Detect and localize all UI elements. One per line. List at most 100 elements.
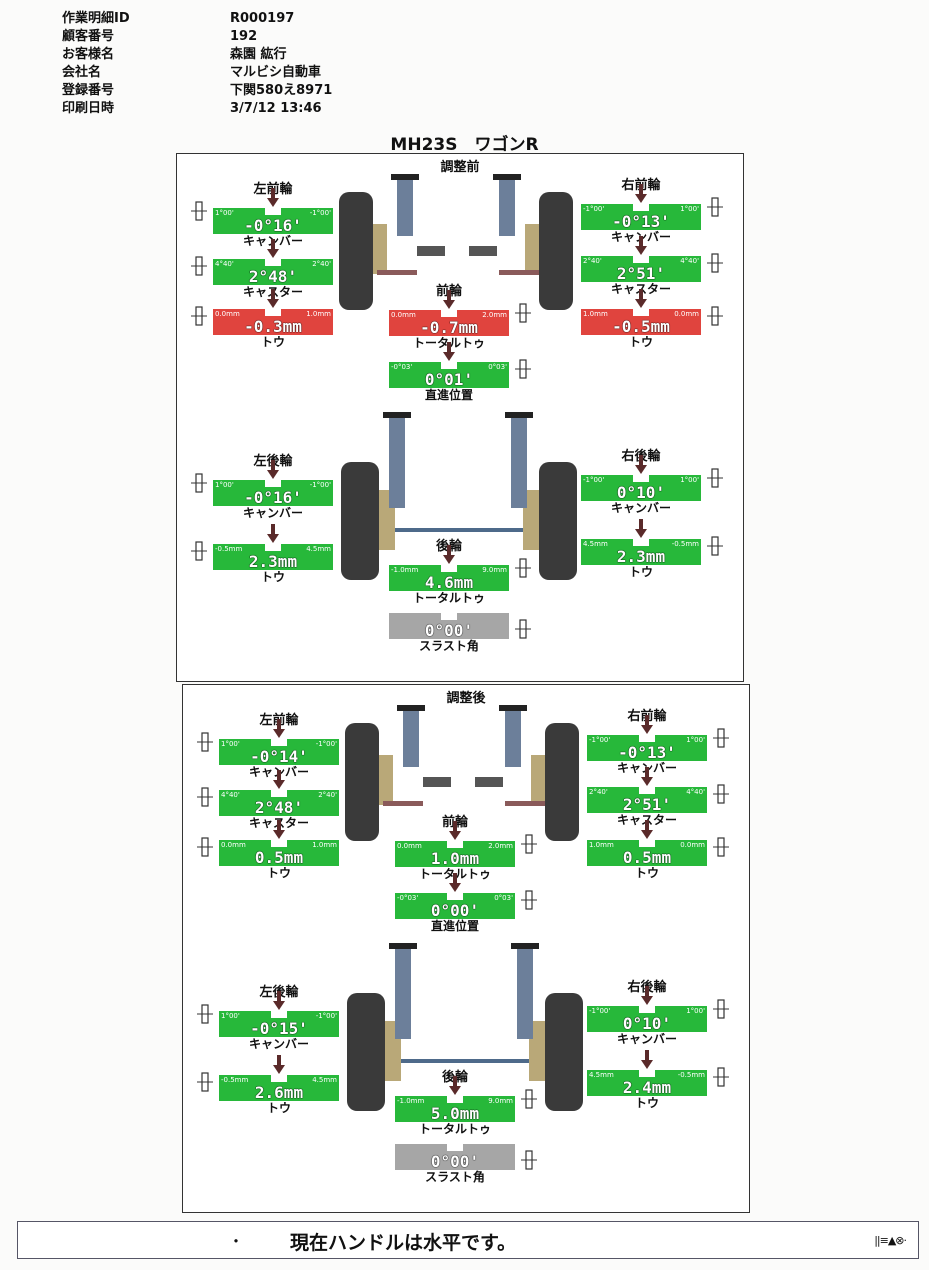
pointer-arrow-icon: [635, 184, 647, 203]
gauge-min: 1°00': [221, 740, 240, 748]
gauge-notch: [639, 840, 655, 847]
wheel-angle-icon: [711, 836, 731, 858]
gauge-max: 0°03': [494, 894, 513, 902]
strut-cap-icon: [499, 705, 527, 711]
wheel-angle-icon: [189, 472, 209, 494]
gauge-value: 0°10': [616, 483, 666, 502]
gauge-min: 0.0mm: [397, 842, 422, 850]
brake-icon: [525, 224, 539, 274]
wheel-angle-icon: [711, 998, 731, 1020]
gauge-caption: 直進位置: [430, 919, 479, 933]
gauge-caption: トウ: [266, 866, 291, 880]
gauge-steer: -0°03'0°03'0°01'直進位置: [389, 342, 509, 402]
header-row: お客様名森園 紘行: [62, 46, 332, 64]
pointer-arrow-icon: [641, 715, 653, 734]
gauge-notch: [265, 480, 281, 487]
pointer-arrow-icon: [273, 770, 285, 789]
gauge-value: -0°16': [244, 216, 302, 235]
wheel-angle-icon: [519, 1088, 539, 1110]
gauge-bar: 2°40'4°40'2°51': [587, 787, 707, 814]
gauge-notch: [441, 362, 457, 369]
gauge-min: 0.0mm: [215, 310, 240, 318]
tire-icon: [545, 723, 579, 841]
gauge-notch: [265, 544, 281, 551]
strut-icon: [517, 949, 533, 1039]
gauge-notch: [633, 256, 649, 263]
wheel-angle-icon: [513, 358, 533, 380]
gauge-min: 1°00': [215, 481, 234, 489]
gauge-bar: 1°00'-1°00'-0°16': [213, 208, 333, 235]
pointer-arrow-icon: [641, 1050, 653, 1069]
gauge-value: -0.3mm: [244, 317, 302, 336]
gauge-max: 4.5mm: [312, 1076, 337, 1084]
tire-icon: [545, 993, 583, 1111]
gauge-thrust: 0°00'スラスト角: [389, 612, 509, 653]
gauge-min: -0°03': [391, 363, 413, 371]
gauge-notch: [633, 475, 649, 482]
strut-cap-icon: [391, 174, 419, 180]
gauge-notch: [441, 310, 457, 317]
pointer-arrow-icon: [635, 519, 647, 538]
gauge-max: -0.5mm: [677, 1071, 705, 1079]
gauge-max: 1.0mm: [312, 841, 337, 849]
gauge-max: 9.0mm: [488, 1097, 513, 1105]
gauge-max: 1°00': [686, 1007, 705, 1015]
header-value: マルビシ自動車: [230, 65, 322, 80]
gauge-caption: トウ: [260, 570, 285, 584]
gauge-max: 4.5mm: [306, 545, 331, 553]
gauge-caption: トウ: [628, 335, 653, 349]
gauge-caption: トウ: [628, 565, 653, 579]
wheel-angle-icon: [705, 467, 725, 489]
gauge-min: 4.5mm: [589, 1071, 614, 1079]
gauge-max: 0.0mm: [674, 310, 699, 318]
gauge-min: 1.0mm: [589, 841, 614, 849]
header-key: 印刷日時: [62, 101, 115, 116]
gauge-notch: [271, 1075, 287, 1082]
wheel-angle-icon: [519, 833, 539, 855]
strut-cap-icon: [383, 412, 411, 418]
gauge-notch: [633, 204, 649, 211]
gauge-value: 2.3mm: [616, 547, 666, 566]
gauge-notch: [447, 1144, 463, 1151]
arm-icon: [383, 801, 423, 806]
gauge-bar: -0°03'0°03'0°01': [389, 362, 509, 389]
gauge-rr-camber: 右後輪-1°00'1°00'0°10'キャンバー: [581, 449, 701, 515]
header-row: 登録番号下関580え8971: [62, 82, 332, 100]
axle-icon: [417, 246, 445, 256]
gauge-max: 1°00': [680, 476, 699, 484]
header-key: 登録番号: [62, 83, 115, 98]
gauge-caption: トウ: [634, 866, 659, 880]
gauge-value: 0°01': [424, 370, 474, 389]
gauge-value: 0°00': [430, 1152, 480, 1171]
gauge-min: 1°00': [221, 1012, 240, 1020]
gauge-rf-camber: 右前輪-1°00'1°00'-0°13'キャンバー: [587, 709, 707, 775]
status-footer: ・ 現在ハンドルは水平です。 ||≡▲⊗·: [17, 1221, 919, 1259]
strut-icon: [403, 707, 419, 767]
tire-icon: [339, 192, 373, 310]
gauge-min: 0.0mm: [221, 841, 246, 849]
gauge-value: 2°48': [254, 798, 304, 817]
gauge-min: -1°00': [583, 476, 605, 484]
wheel-angle-icon: [711, 783, 731, 805]
pointer-arrow-icon: [449, 873, 461, 892]
gauge-max: 4°40': [680, 257, 699, 265]
gauge-caption: スラスト角: [419, 639, 479, 653]
pointer-arrow-icon: [635, 236, 647, 255]
wheel-angle-icon: [705, 535, 725, 557]
gauge-value: -0.7mm: [420, 318, 478, 337]
pointer-arrow-icon: [267, 239, 279, 258]
gauge-caption: トウ: [266, 1101, 291, 1115]
gauge-value: -0°14': [250, 747, 308, 766]
